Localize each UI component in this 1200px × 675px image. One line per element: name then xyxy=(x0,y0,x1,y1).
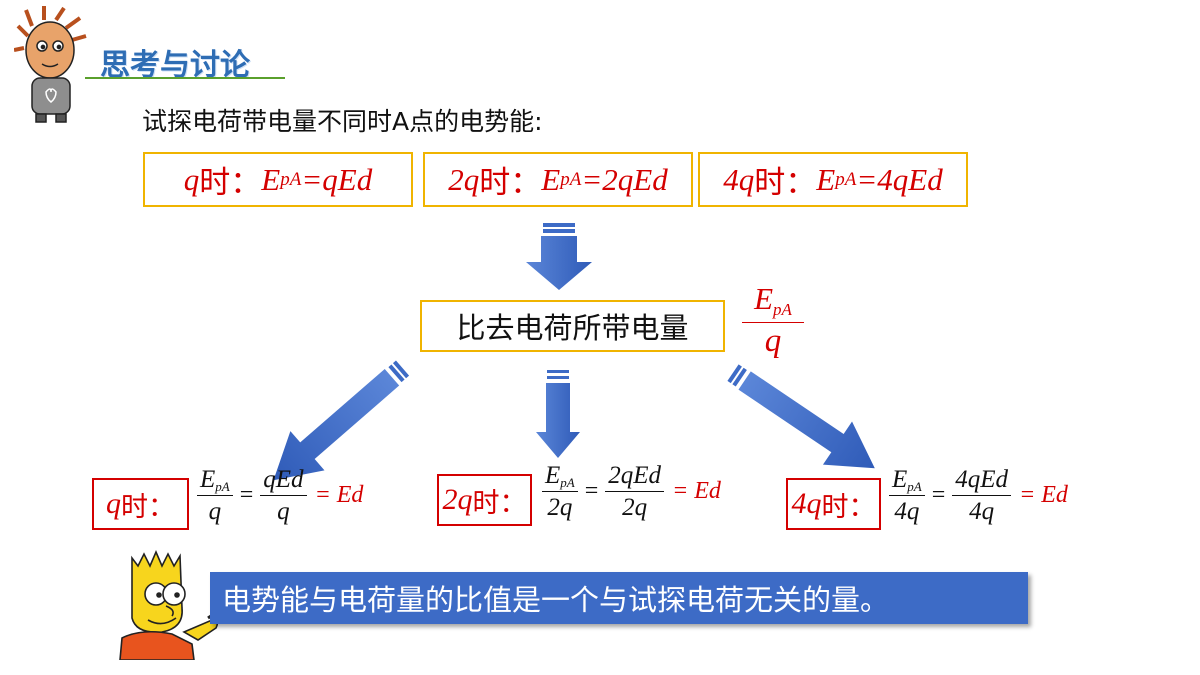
result-value: = Ed xyxy=(314,482,364,509)
energy-rhs: =qEd xyxy=(301,161,373,197)
title-underline xyxy=(85,77,285,79)
arrow-down-right xyxy=(727,364,875,469)
charge-label: 4q xyxy=(791,487,822,520)
frac-num: E xyxy=(892,466,908,493)
result-equation-2q: EpA 2q = 2qEd 2q = Ed xyxy=(538,462,721,522)
charge-label: 4q xyxy=(723,161,755,197)
fraction-energy: EpA q xyxy=(197,466,233,526)
charge-label: 2q xyxy=(448,161,480,197)
fraction-energy: EpA 2q xyxy=(542,462,578,522)
cartoon-pointing-boy-icon xyxy=(119,549,221,660)
fraction-energy: EpA 4q xyxy=(889,466,925,526)
result-value: = Ed xyxy=(672,478,721,505)
arrow-down-left xyxy=(273,360,410,481)
shi-label: 时： xyxy=(472,487,527,519)
shi-label: 时： xyxy=(479,165,542,200)
energy-symbol: E xyxy=(816,161,836,197)
frac-num: 4qEd xyxy=(952,466,1012,496)
energy-subscript: pA xyxy=(835,168,857,190)
intro-text: 试探电荷带电量不同时A点的电势能: xyxy=(142,107,543,136)
frac-sub: pA xyxy=(907,479,922,494)
frac-den: q xyxy=(208,498,222,526)
fraction-work: 4qEd 4q xyxy=(952,466,1012,525)
shi-label: 时： xyxy=(821,491,876,523)
equals-sign: = xyxy=(584,478,599,505)
charge-label: q xyxy=(183,161,200,197)
cartoon-thinker-icon xyxy=(14,6,87,123)
energy-subscript: pA xyxy=(280,168,302,190)
center-frac-den: q xyxy=(764,322,782,359)
energy-rhs: =2qEd xyxy=(581,161,668,197)
divide-by-charge-box: 比去电荷所带电量 xyxy=(420,300,725,352)
energy-symbol: E xyxy=(541,161,561,197)
arrow-down-middle xyxy=(536,370,580,458)
center-fraction: EpA q xyxy=(742,281,804,361)
equals-sign: = xyxy=(239,482,254,509)
frac-sub: pA xyxy=(215,479,230,494)
charge-label: 2q xyxy=(442,483,473,516)
result-equation-q: EpA q = qEd q = Ed xyxy=(193,466,363,526)
frac-den: q xyxy=(277,497,290,525)
arrow-down-top xyxy=(526,223,592,290)
frac-num: E xyxy=(545,462,561,489)
shi-label: 时： xyxy=(199,165,262,200)
result-value: = Ed xyxy=(1019,482,1068,509)
shi-label: 时： xyxy=(754,165,817,200)
frac-num: E xyxy=(200,466,216,493)
energy-subscript: pA xyxy=(560,168,582,190)
fraction-work: 2qEd 2q xyxy=(605,462,665,521)
frac-num: 2qEd xyxy=(605,462,665,492)
center-frac-sub: pA xyxy=(773,300,792,319)
center-frac-num: E xyxy=(754,281,774,316)
frac-den: 2q xyxy=(547,494,573,522)
frac-den: 4q xyxy=(894,498,920,526)
energy-symbol: E xyxy=(261,161,281,197)
fraction-work: qEd q xyxy=(260,466,307,525)
charge-label: q xyxy=(106,487,121,520)
frac-sub: pA xyxy=(560,475,575,490)
shi-label: 时： xyxy=(121,491,175,523)
equals-sign: = xyxy=(931,482,946,509)
frac-den: 4q xyxy=(969,497,995,525)
frac-num: qEd xyxy=(260,466,307,496)
frac-den: 2q xyxy=(622,493,648,521)
conclusion-banner: 电势能与电荷量的比值是一个与试探电荷无关的量。 xyxy=(210,572,1028,624)
energy-rhs: =4qEd xyxy=(856,161,943,197)
result-equation-4q: EpA 4q = 4qEd 4q = Ed xyxy=(885,466,1068,526)
